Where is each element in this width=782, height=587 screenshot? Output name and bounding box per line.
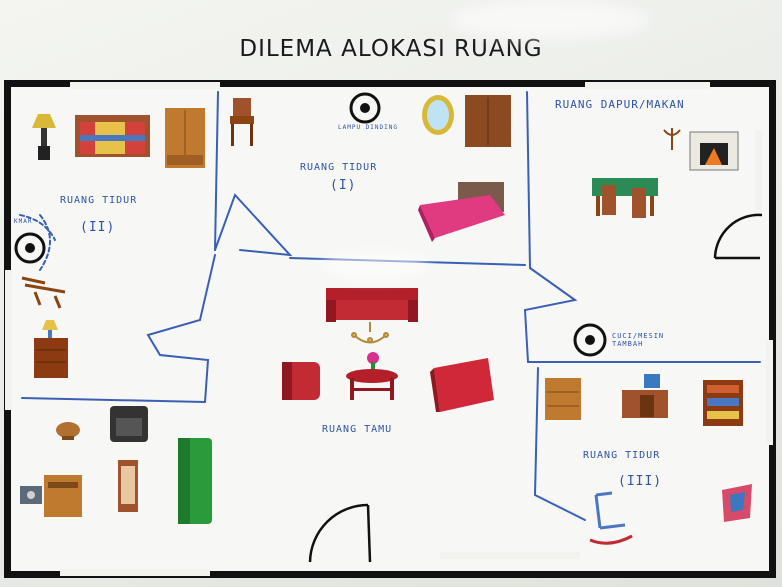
radio-icon xyxy=(20,486,42,504)
marker-label-lemari: KMAR xyxy=(14,218,33,225)
quilt-bed-icon xyxy=(75,115,150,157)
dining-set-icon xyxy=(592,178,658,218)
page-title: DILEMA ALOKASI RUANG xyxy=(239,36,543,62)
lamp-marker-icon xyxy=(14,92,607,357)
small-lamp-icon xyxy=(42,320,58,338)
room-label-living: RUANG TAMU xyxy=(322,424,393,435)
dresser-icon xyxy=(545,378,581,420)
glare-spot xyxy=(450,0,650,40)
side-table-icon xyxy=(118,460,138,512)
washstand-icon xyxy=(44,475,82,517)
round-mirror-icon xyxy=(422,95,454,135)
coffee-table-icon xyxy=(346,369,398,400)
wooden-chair-icon xyxy=(230,98,254,146)
bronze-urn-icon xyxy=(56,422,80,440)
room-label-bedroom-2-number: (II) xyxy=(80,220,116,235)
window-gap xyxy=(766,340,773,445)
room-label-kitchen: RUANG DAPUR/MAKAN xyxy=(555,98,685,111)
table-lamp-icon xyxy=(32,114,56,160)
chandelier-icon xyxy=(351,322,389,344)
window-gap xyxy=(755,130,762,210)
window-gap xyxy=(5,270,12,410)
red-sofa-icon xyxy=(326,288,418,322)
glare-spot xyxy=(320,250,430,280)
room-label-bedroom-1-number: (I) xyxy=(330,178,357,193)
room-label-bedroom-1: RUANG TIDUR xyxy=(300,162,378,173)
candelabra-icon xyxy=(663,128,681,150)
computer-desk-icon xyxy=(622,374,668,418)
window-gap xyxy=(585,82,710,89)
room-label-bedroom-3-number: (III) xyxy=(618,474,663,489)
window-gap xyxy=(60,569,210,576)
wardrobe-icon xyxy=(165,108,205,168)
room-label-bedroom-2: RUANG TIDUR xyxy=(60,195,138,206)
bookshelf-icon xyxy=(703,380,743,426)
pink-bed-icon xyxy=(418,182,505,242)
flower-vase-icon xyxy=(367,352,379,370)
fireplace-icon xyxy=(689,131,739,171)
drawer-chest-icon xyxy=(34,338,68,378)
window-gap xyxy=(440,552,580,559)
marker-label-lamp: LAMPU DINDING xyxy=(338,124,398,131)
blue-rocking-chair-icon xyxy=(589,491,633,545)
patchwork-quilt-icon xyxy=(722,484,752,522)
room-label-laundry: CUCI/MESIN TAMBAH xyxy=(612,332,665,348)
rocking-chair-icon xyxy=(21,276,66,309)
room-label-bedroom-3: RUANG TIDUR xyxy=(583,450,661,461)
black-armchair-icon xyxy=(110,406,148,442)
window-gap xyxy=(70,82,220,89)
red-armchair-icon xyxy=(430,358,494,412)
green-sofa-icon xyxy=(178,438,212,524)
red-armchair-icon xyxy=(282,362,320,400)
tall-cabinet-icon xyxy=(465,95,511,147)
